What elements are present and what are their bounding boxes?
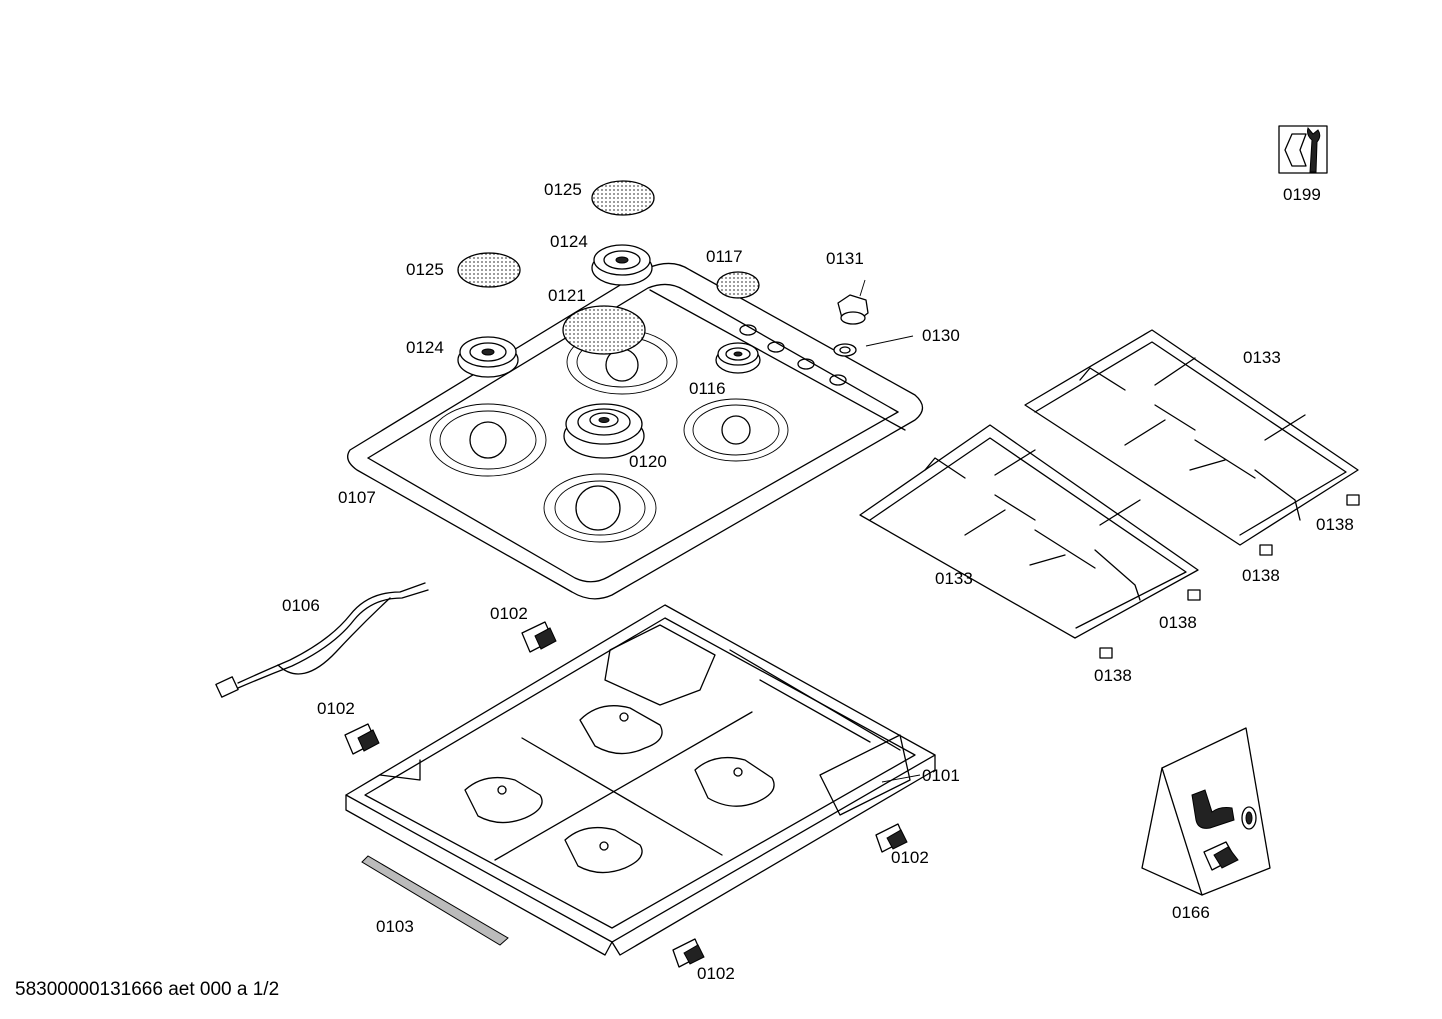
power-cable bbox=[215, 582, 429, 698]
burner-ring-0116 bbox=[715, 342, 761, 374]
label-0138-3: 0138 bbox=[1159, 613, 1197, 632]
document-id-footer: 58300000131666 aet 000 a 1/2 bbox=[15, 979, 280, 1000]
burner-cap-large-0125 bbox=[591, 180, 655, 216]
label-0101: 0101 bbox=[922, 766, 960, 785]
clip-3 bbox=[875, 823, 908, 853]
burner-ring-0120 bbox=[563, 403, 645, 459]
burner-cap-large-0125b bbox=[457, 252, 521, 288]
label-0133-right: 0133 bbox=[1243, 348, 1281, 367]
burner-ring-0124-top bbox=[591, 244, 653, 286]
label-0133-left: 0133 bbox=[935, 569, 973, 588]
clip-1 bbox=[521, 621, 557, 653]
label-0124-top: 0124 bbox=[550, 232, 588, 251]
label-0131: 0131 bbox=[826, 249, 864, 268]
knob-ring-0130 bbox=[833, 335, 914, 357]
label-0102-2: 0102 bbox=[317, 699, 355, 718]
rubber-foot-4 bbox=[1099, 647, 1113, 659]
burner-cap-small-0117 bbox=[716, 271, 760, 299]
label-0124-left: 0124 bbox=[406, 338, 444, 357]
wrench-tool-icon bbox=[1278, 125, 1328, 174]
label-0107: 0107 bbox=[338, 488, 376, 507]
clip-4 bbox=[672, 938, 705, 968]
label-0199: 0199 bbox=[1283, 185, 1321, 204]
label-0121: 0121 bbox=[548, 286, 586, 305]
seal-strip bbox=[361, 855, 509, 946]
label-0103: 0103 bbox=[376, 917, 414, 936]
pan-support-right bbox=[1024, 329, 1359, 546]
label-0106: 0106 bbox=[282, 596, 320, 615]
label-0138-2: 0138 bbox=[1242, 566, 1280, 585]
connector-kit-bag bbox=[1141, 727, 1271, 896]
label-0116: 0116 bbox=[689, 379, 726, 398]
label-0138-4: 0138 bbox=[1094, 666, 1132, 685]
label-0125-top: 0125 bbox=[544, 180, 582, 199]
label-0102-1: 0102 bbox=[490, 604, 528, 623]
pan-support-left bbox=[859, 424, 1199, 639]
label-0102-3: 0102 bbox=[891, 848, 929, 867]
clip-2 bbox=[344, 723, 380, 755]
label-0117: 0117 bbox=[706, 247, 743, 266]
rubber-foot-2 bbox=[1259, 544, 1273, 556]
label-0130: 0130 bbox=[922, 326, 960, 345]
rubber-foot-1 bbox=[1346, 494, 1360, 506]
label-0166: 0166 bbox=[1172, 903, 1210, 922]
label-0102-4: 0102 bbox=[697, 964, 735, 983]
rubber-foot-3 bbox=[1187, 589, 1201, 601]
bottom-tray bbox=[345, 604, 936, 956]
burner-cap-wok-0121 bbox=[562, 305, 646, 355]
label-0125-left: 0125 bbox=[406, 260, 444, 279]
label-0120: 0120 bbox=[629, 452, 667, 471]
control-knob-0131 bbox=[837, 279, 869, 325]
burner-ring-0124-left bbox=[457, 336, 519, 378]
label-0138-1: 0138 bbox=[1316, 515, 1354, 534]
